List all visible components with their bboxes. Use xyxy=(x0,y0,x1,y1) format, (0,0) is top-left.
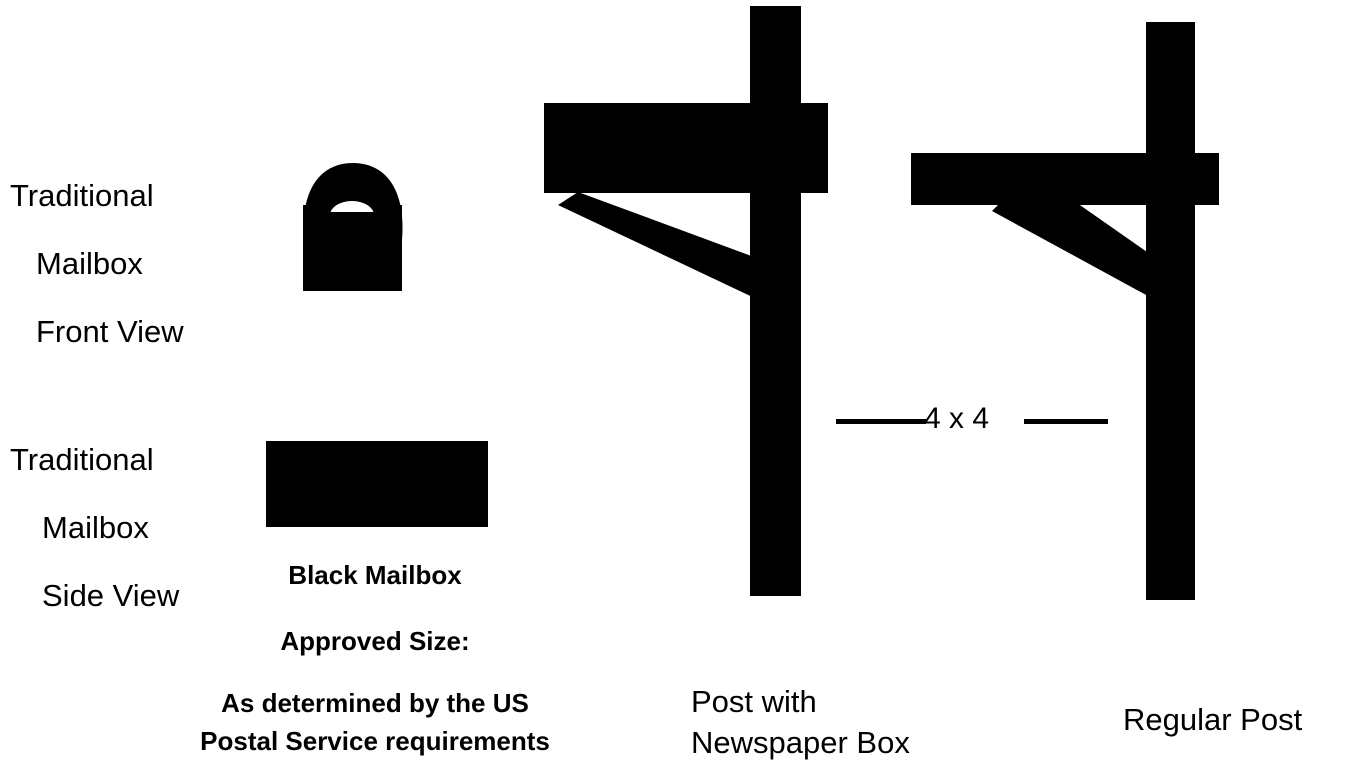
side-view-label-line2: Mailbox xyxy=(42,510,149,545)
front-view-label-line3: Front View xyxy=(36,314,184,349)
regular-post-label: Regular Post xyxy=(1123,702,1303,737)
side-view-label-line3: Side View xyxy=(42,578,180,613)
dimension-line-left xyxy=(836,419,926,424)
post-with-newspaper-box xyxy=(544,6,828,596)
mailbox-front-view xyxy=(303,163,403,291)
post-dimension-label: 4 x 4 xyxy=(924,402,990,435)
approved-size-line1: As determined by the US xyxy=(221,688,529,718)
side-view-label-line1: Traditional xyxy=(10,442,154,477)
front-view-label-line2: Mailbox xyxy=(36,246,143,281)
regular-post xyxy=(911,22,1219,600)
front-view-label-line1: Traditional xyxy=(10,178,154,213)
dimension-line-right xyxy=(1024,419,1108,424)
post-newspaper-label-line1: Post with xyxy=(691,684,817,719)
post-newspaper-label-line2: Newspaper Box xyxy=(691,725,910,760)
approved-size-heading: Approved Size: xyxy=(280,626,470,656)
mailbox-side-view xyxy=(266,441,488,527)
mailbox-color-caption: Black Mailbox xyxy=(288,560,462,590)
approved-size-line2: Postal Service requirements xyxy=(200,726,550,756)
